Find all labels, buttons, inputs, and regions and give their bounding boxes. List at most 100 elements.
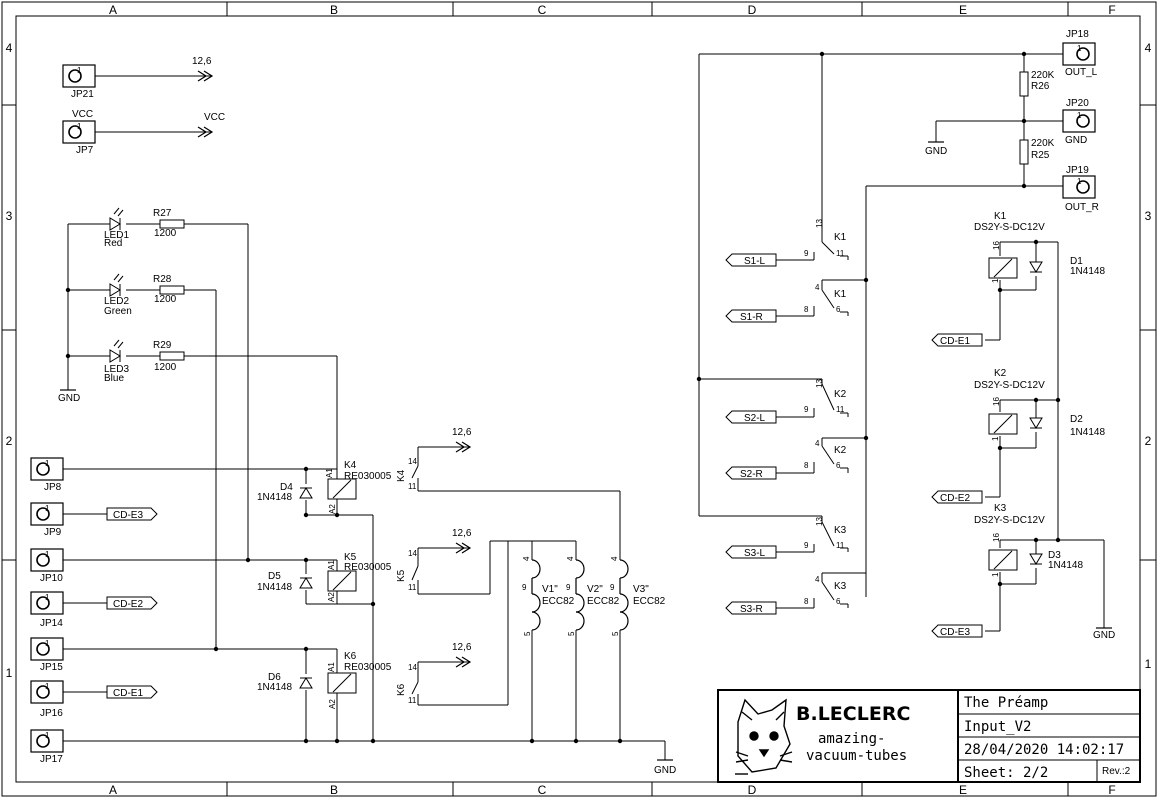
connector-jp14: 1 JP14 — [30, 591, 107, 629]
r26-label: R26 — [1031, 81, 1050, 92]
connector-jp18: JP18 1 OUT_L — [1062, 29, 1098, 78]
k3b-pin-4: 4 — [815, 575, 820, 584]
k5-pin-14: 14 — [408, 549, 417, 558]
gnd-symbol-right: GND — [1093, 627, 1115, 641]
led2-color: Green — [104, 306, 132, 317]
sheet-name: Input_V2 — [964, 719, 1031, 735]
port-cd-e2-left: CD-E2 — [106, 596, 158, 610]
k1a-label: K1 — [834, 232, 847, 243]
k1b-pin-6: 6 — [836, 305, 841, 314]
net-label-12v6-k4: 12,6 — [452, 427, 472, 438]
resistor-r26: 220K R26 — [1019, 70, 1055, 97]
port-cd-e1-left: CD-E1 — [106, 685, 158, 699]
switch-k1-a: 13 9 11 K1 — [804, 219, 847, 258]
k2-coil-part: DS2Y-S-DC12V — [974, 380, 1045, 391]
net-label-vcc: VCC — [204, 112, 225, 123]
k4-label: K4 — [344, 460, 357, 471]
tube-labels: 4 9 5 4 9 5 4 9 5 V1" ECC82 V2" ECC82 V3… — [522, 556, 666, 636]
port-label-cd-e2-right: CD-E2 — [940, 493, 970, 504]
revision: Rev.:2 — [1102, 766, 1131, 777]
v3-label: V3" — [633, 584, 649, 595]
col-label-c-top: C — [538, 3, 547, 17]
net-arrow-12v6-k5: 12,6 — [452, 528, 472, 554]
connector-jp10: 1 JP10 — [30, 548, 64, 584]
led3-color: Blue — [104, 373, 124, 384]
v2-pin-5: 5 — [567, 631, 576, 636]
port-label-cd-e1-right: CD-E1 — [940, 336, 970, 347]
k6-pin-11: 11 — [408, 696, 417, 705]
gnd-symbol-out: GND — [925, 141, 947, 157]
k4-a1: A1 — [325, 468, 334, 478]
pin-number: 1 — [45, 731, 50, 740]
k5-label: K5 — [344, 552, 357, 563]
diode-d6: D6 1N4148 — [257, 672, 313, 693]
port-label-s1-r: S1-R — [740, 312, 763, 323]
connector-label-jp18: JP18 — [1066, 29, 1089, 40]
port-cd-e2-right: CD-E2 — [931, 490, 983, 504]
k6-part: RE030005 — [344, 662, 392, 673]
net-arrow-12v6-k6: 12,6 — [452, 642, 472, 668]
col-label-a-top: A — [109, 3, 117, 17]
k1-coil-part: DS2Y-S-DC12V — [974, 222, 1045, 233]
switch-k3-a: 13 9 11 K3 — [804, 517, 847, 550]
pin-number: 1 — [1077, 111, 1082, 120]
port-label-cd-e1-left: CD-E1 — [113, 688, 143, 699]
gnd-label-out: GND — [925, 146, 947, 157]
tagline-line-2: vacuum-tubes — [806, 748, 907, 764]
r27-label: R27 — [153, 208, 172, 219]
v2-label: V2" — [587, 584, 603, 595]
k3-pin-1: 1 — [991, 572, 1000, 577]
led2: LED2 Green — [104, 273, 132, 317]
d6-part: 1N4148 — [257, 682, 292, 693]
d2-label: D2 — [1070, 414, 1083, 425]
k1a-pin-13: 13 — [815, 219, 824, 228]
tube-heater-v3 — [619, 559, 629, 631]
k1a-pin-9: 9 — [804, 249, 809, 258]
relay-coil-k2: 16 1 K2 DS2Y-S-DC12V — [974, 368, 1045, 441]
k4-a2: A2 — [328, 504, 337, 514]
resistor-r29: R29 1200 — [153, 340, 185, 373]
k6-a1: A1 — [327, 662, 336, 672]
port-label-s3-l: S3-L — [744, 548, 766, 559]
r25-label: R25 — [1031, 150, 1050, 161]
v1-pin-9: 9 — [522, 583, 527, 592]
port-cd-e3-right: CD-E3 — [931, 624, 983, 638]
connector-label-jp14: JP14 — [40, 618, 63, 629]
k5-part: RE030005 — [344, 562, 392, 573]
net-label-12v6: 12,6 — [192, 56, 212, 67]
k6-label: K6 — [344, 651, 357, 662]
net-arrow-12v6-k4: 12,6 — [452, 427, 472, 453]
k6-pin-14: 14 — [408, 663, 417, 672]
connector-jp21: 1 JP21 — [62, 64, 96, 100]
relay-coil-k1: 16 1 K1 DS2Y-S-DC12V — [974, 211, 1045, 283]
k3b-label: K3 — [834, 581, 847, 592]
led2-label: LED2 — [104, 296, 129, 307]
k3a-pin-9: 9 — [804, 541, 809, 550]
k2b-pin-4: 4 — [815, 439, 820, 448]
diode-d4: D4 1N4148 — [257, 482, 313, 503]
r29-value: 1200 — [154, 362, 177, 373]
connector-jp15: 1 JP15 — [30, 637, 64, 673]
connector-label-jp16: JP16 — [40, 708, 63, 719]
k2b-label: K2 — [834, 445, 847, 456]
connector-label-jp17: JP17 — [40, 754, 63, 765]
k2-pin-1: 1 — [991, 436, 1000, 441]
relay-coil-k3: 16 1 K3 DS2Y-S-DC12V — [974, 503, 1045, 577]
pin-number: 1 — [45, 459, 50, 468]
k3-coil-part: DS2Y-S-DC12V — [974, 515, 1045, 526]
k3a-pin-13: 13 — [815, 517, 824, 526]
k1-pin-16: 16 — [992, 241, 1001, 250]
net-arrow-12v6: 12,6 — [192, 56, 213, 82]
led1: LED1 Red — [104, 207, 129, 249]
d1-part: 1N4148 — [1070, 266, 1105, 277]
k5-a1: A1 — [327, 560, 336, 570]
led1-label: LED1 — [104, 230, 129, 241]
resistor-r25: 220K R25 — [1019, 138, 1055, 165]
pin-number: 1 — [77, 66, 82, 75]
row-label-1-left: 1 — [6, 666, 13, 680]
led1-color: Red — [104, 238, 122, 249]
junction-dots — [65, 51, 1061, 744]
tube-heater-v2 — [575, 559, 585, 631]
port-label-out-r: OUT_R — [1065, 202, 1099, 213]
